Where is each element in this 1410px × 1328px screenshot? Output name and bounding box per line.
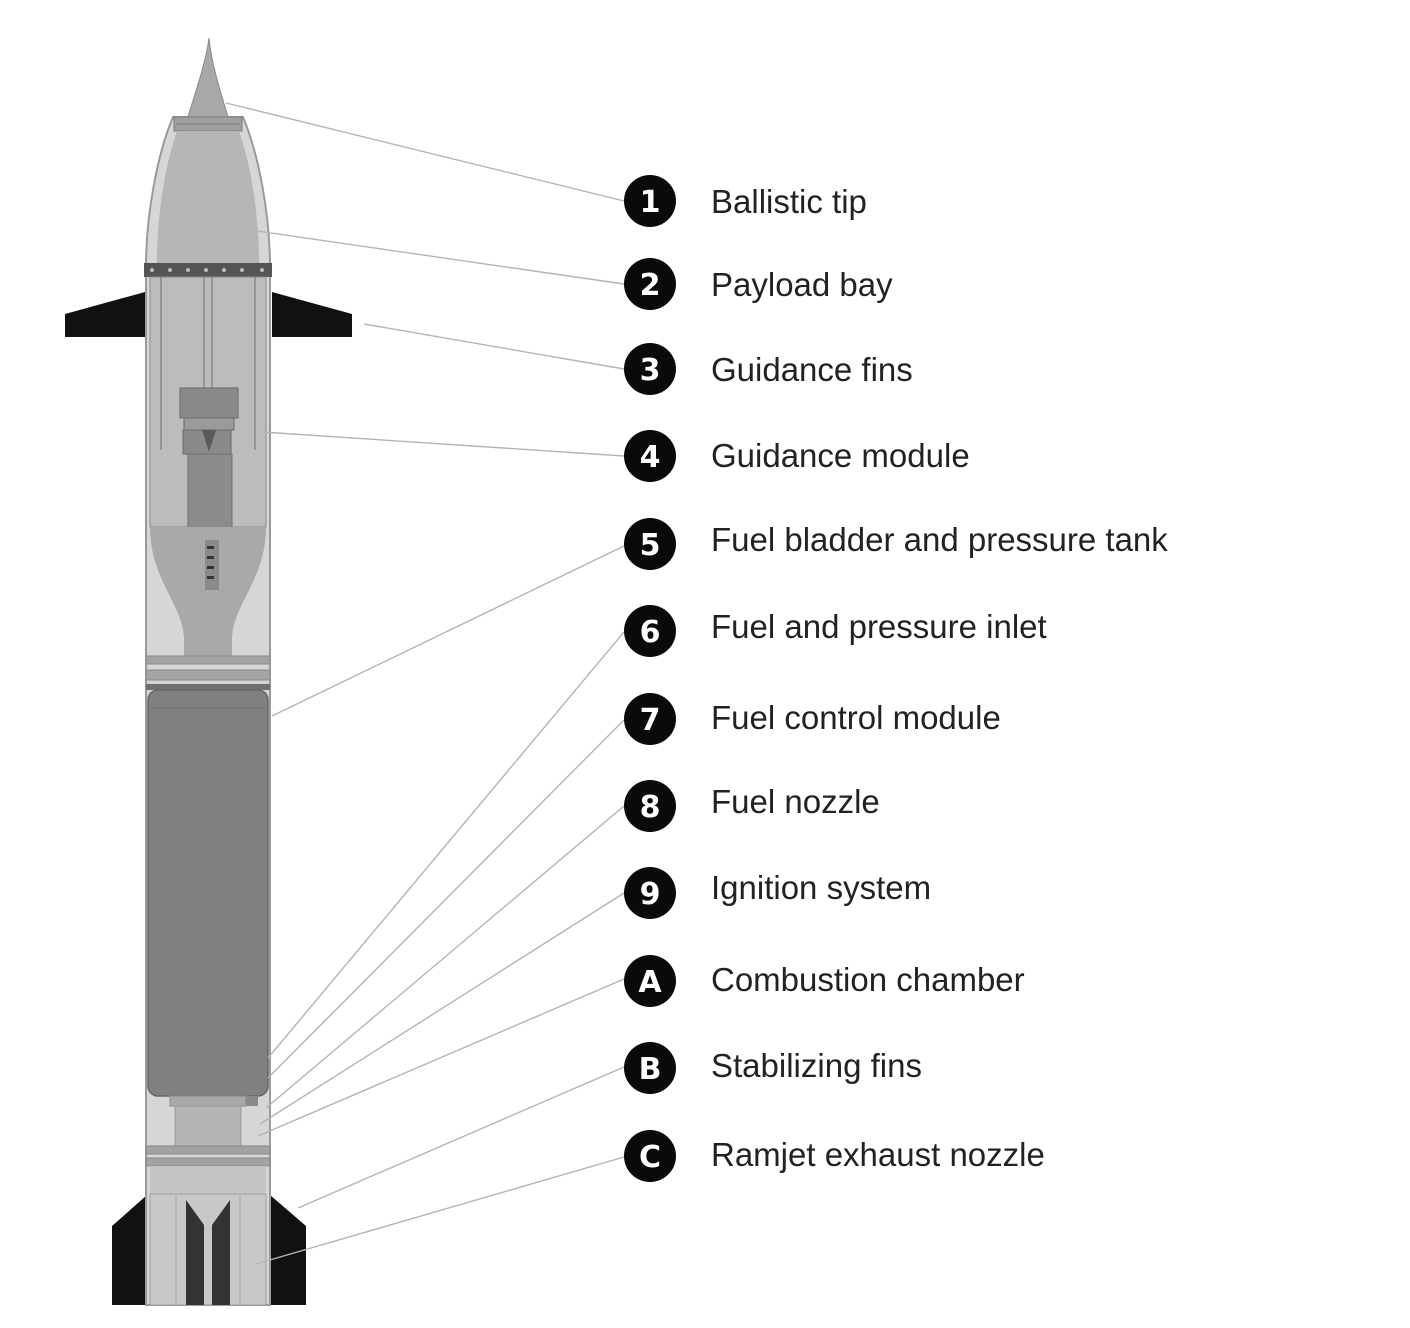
part-3: 3 Guidance fins — [624, 343, 913, 395]
badge-circle — [624, 955, 676, 1007]
stabilizing-fin-left — [112, 1195, 147, 1305]
part-7: 7 Fuel control module — [624, 693, 1001, 745]
badge-number: 6 — [640, 615, 661, 650]
leader-line-9 — [259, 892, 625, 1125]
exhaust-nozzle-right — [212, 1200, 230, 1305]
stabilizing-fin-right — [270, 1195, 306, 1305]
part-labels: 1 Ballistic tip 2 Payload bay 3 Guidance… — [624, 175, 1168, 1182]
part-label: Payload bay — [711, 266, 893, 303]
badge-number: 5 — [640, 528, 661, 563]
part-label: Fuel nozzle — [711, 783, 880, 820]
leader-line-1 — [225, 102, 625, 202]
part-label: Ramjet exhaust nozzle — [711, 1136, 1045, 1173]
part-C: C Ramjet exhaust nozzle — [624, 1130, 1045, 1182]
badge-number: B — [639, 1052, 662, 1087]
guidance-module — [179, 387, 239, 419]
badge-circle — [624, 780, 676, 832]
projectile-drawing — [65, 37, 352, 1306]
badge-number: 7 — [640, 703, 661, 738]
nose-cone — [187, 37, 229, 118]
part-6: 6 Fuel and pressure inlet — [624, 605, 1047, 657]
badge-number: 1 — [640, 185, 661, 220]
badge-circle — [624, 1042, 676, 1094]
leader-line-A — [257, 978, 625, 1137]
part-label: Fuel bladder and pressure tank — [711, 521, 1168, 558]
badge-number: 2 — [640, 268, 661, 303]
leader-lines — [225, 102, 625, 1265]
part-A: A Combustion chamber — [624, 955, 1025, 1007]
part-B: B Stabilizing fins — [624, 1042, 922, 1094]
leader-line-8 — [265, 805, 625, 1109]
part-5: 5 Fuel bladder and pressure tank — [624, 518, 1168, 570]
badge-number: 4 — [640, 440, 661, 475]
badge-circle — [624, 258, 676, 310]
guidance-fin-right — [272, 292, 352, 337]
exhaust-nozzle-left — [186, 1200, 204, 1305]
part-label: Stabilizing fins — [711, 1047, 922, 1084]
part-label: Guidance module — [711, 437, 970, 474]
part-9: 9 Ignition system — [624, 867, 931, 919]
badge-circle — [624, 605, 676, 657]
leader-line-4 — [261, 431, 625, 457]
inlet-region — [150, 527, 266, 660]
fuel-bladder-tank — [147, 689, 269, 1097]
badge-number: 8 — [640, 790, 661, 825]
part-4: 4 Guidance module — [624, 430, 970, 482]
payload-bay — [157, 131, 259, 263]
leader-line-B — [297, 1066, 625, 1209]
part-label: Ignition system — [711, 869, 931, 906]
part-label: Fuel control module — [711, 699, 1001, 736]
leader-line-3 — [363, 323, 625, 370]
leader-line-7 — [267, 719, 625, 1079]
part-label: Ballistic tip — [711, 183, 867, 220]
badge-number: 9 — [640, 877, 661, 912]
leader-line-2 — [235, 227, 625, 285]
badge-circle — [624, 693, 676, 745]
badge-circle — [624, 518, 676, 570]
guidance-fin-left — [65, 292, 145, 337]
leader-line-5 — [271, 545, 625, 717]
part-1: 1 Ballistic tip — [624, 175, 867, 227]
badge-circle — [624, 430, 676, 482]
badge-number: A — [638, 965, 662, 1000]
part-8: 8 Fuel nozzle — [624, 780, 880, 832]
part-label: Guidance fins — [711, 351, 913, 388]
leader-line-C — [255, 1156, 625, 1265]
badge-circle — [624, 867, 676, 919]
badge-number: 3 — [640, 353, 661, 388]
combustion-chamber — [150, 1166, 266, 1194]
badge-circle — [624, 175, 676, 227]
part-label: Fuel and pressure inlet — [711, 608, 1047, 645]
badge-number: C — [639, 1140, 661, 1175]
badge-circle — [624, 1130, 676, 1182]
part-label: Combustion chamber — [711, 961, 1025, 998]
badge-circle — [624, 343, 676, 395]
part-2: 2 Payload bay — [624, 258, 893, 310]
leader-line-6 — [267, 631, 625, 1059]
